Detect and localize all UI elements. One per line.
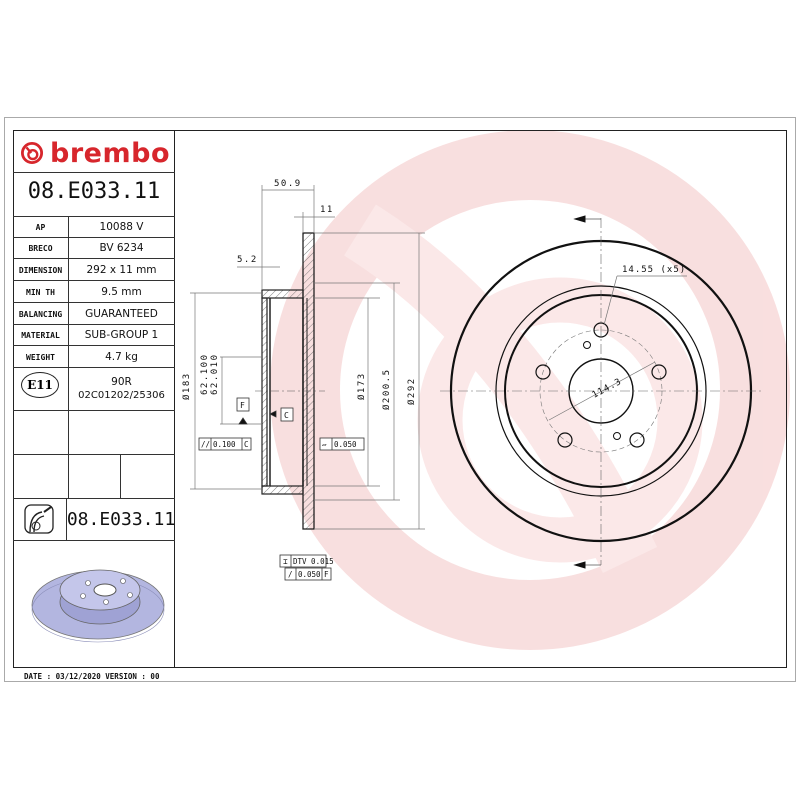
spec-label-breco: BRECO bbox=[28, 244, 53, 253]
brand-logo: brembo bbox=[20, 134, 170, 172]
parallelism-datum: C bbox=[244, 440, 249, 449]
tolerance-frames bbox=[198, 437, 365, 581]
dim-dia-183: Ø183 bbox=[181, 372, 192, 400]
datum-f bbox=[236, 397, 294, 425]
disc-render-image bbox=[31, 569, 165, 643]
parallelism-value: 0.100 bbox=[213, 440, 236, 449]
e11-approval-badge-icon: E11 bbox=[21, 372, 59, 398]
spec-label-ap: AP bbox=[35, 223, 46, 232]
part-number: 08.E033.11 bbox=[27, 179, 161, 204]
datum-f-label: F bbox=[240, 401, 245, 410]
spec-value-material: SUB-GROUP 1 bbox=[84, 329, 159, 341]
runout-datum: F bbox=[324, 570, 329, 579]
dim-dia-200-5: Ø200.5 bbox=[381, 368, 392, 410]
runout-value: 0.050 bbox=[298, 570, 321, 579]
brembo-logo-icon bbox=[21, 141, 44, 165]
spec-label-material: MATERIAL bbox=[21, 331, 60, 340]
dtv-value: DTV 0.015 bbox=[293, 557, 334, 566]
svg-text:▱: ▱ bbox=[322, 440, 327, 449]
svg-text://: // bbox=[201, 440, 210, 449]
spec-label-min-th: MIN TH bbox=[26, 288, 55, 297]
svg-text:⌶: ⌶ bbox=[283, 557, 288, 566]
disc-brake-icon bbox=[24, 504, 54, 534]
approval-line1: 90R bbox=[111, 376, 132, 388]
spec-value-weight: 4.7 kg bbox=[105, 351, 138, 363]
brand-name: brembo bbox=[50, 137, 170, 169]
section-view bbox=[255, 232, 325, 530]
datum-c-label: C bbox=[284, 411, 289, 420]
product-part-number: 08.E033.11 bbox=[66, 509, 176, 530]
spec-value-dimension: 292 x 11 mm bbox=[86, 264, 157, 276]
spec-label-balancing: BALANCING bbox=[18, 310, 63, 319]
spec-label-dimension: DIMENSION bbox=[18, 266, 63, 275]
sheet-outer-frame bbox=[4, 117, 796, 682]
footer-date-version: DATE : 03/12/2020 VERSION : 00 bbox=[24, 672, 160, 681]
title-block bbox=[13, 130, 175, 668]
dim-bore-min: 62.010 bbox=[210, 353, 220, 395]
spec-value-ap: 10088 V bbox=[99, 221, 144, 233]
spec-value-breco: BV 6234 bbox=[99, 242, 144, 254]
dim-bore-max: 62.100 bbox=[200, 353, 210, 395]
flatness-value: 0.050 bbox=[334, 440, 357, 449]
svg-text:/: / bbox=[288, 570, 293, 579]
dim-dia-173: Ø173 bbox=[356, 372, 367, 400]
spec-label-weight: WEIGHT bbox=[26, 353, 55, 362]
spec-value-min-th: 9.5 mm bbox=[101, 286, 142, 298]
spec-value-balancing: GUARANTEED bbox=[85, 308, 158, 320]
dim-dia-292: Ø292 bbox=[406, 377, 417, 405]
dim-thickness: 11 bbox=[320, 205, 334, 215]
bolt-hole-dim: 14.55 (x5) bbox=[622, 265, 686, 275]
sheet-inner-frame bbox=[13, 130, 787, 668]
dim-hat-wall: 5.2 bbox=[237, 255, 258, 265]
dim-overall-height: 50.9 bbox=[274, 179, 302, 189]
approval-line2: 02C01202/25306 bbox=[78, 390, 165, 401]
front-view bbox=[440, 215, 762, 569]
